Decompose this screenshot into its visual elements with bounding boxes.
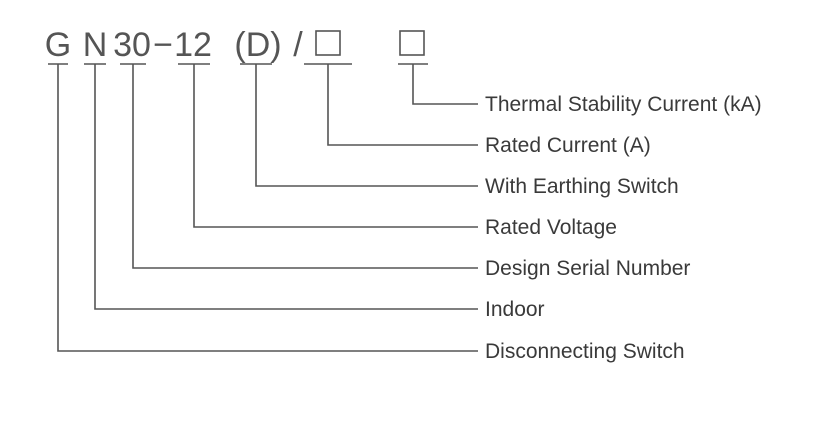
label-rated-current: Rated Current (A) <box>485 134 651 157</box>
code-letter-g: G <box>45 26 71 64</box>
labels: Thermal Stability Current (kA) Rated Cur… <box>485 93 762 363</box>
leader-voltage <box>193 64 478 228</box>
code-dash: − <box>153 26 173 64</box>
leader-lines <box>57 64 478 352</box>
label-design-serial-number: Design Serial Number <box>485 257 690 280</box>
leader-current <box>327 64 478 146</box>
leader-indoor <box>94 64 478 310</box>
code-thermal-box <box>399 30 425 56</box>
code-current-box <box>315 30 341 56</box>
label-thermal-stability-current: Thermal Stability Current (kA) <box>485 93 762 116</box>
label-indoor: Indoor <box>485 298 545 321</box>
leader-thermal <box>412 64 478 105</box>
leader-earthing <box>255 64 478 187</box>
label-disconnecting-switch: Disconnecting Switch <box>485 340 685 363</box>
leader-serial <box>132 64 478 269</box>
model-code: G N 30 − 12 (D) / <box>45 26 425 64</box>
code-slash: / <box>293 26 303 64</box>
code-letter-n: N <box>83 26 108 64</box>
label-earthing-switch: With Earthing Switch <box>485 175 679 198</box>
code-voltage: 12 <box>174 26 212 64</box>
leader-disconnecting <box>57 64 478 352</box>
label-rated-voltage: Rated Voltage <box>485 216 617 239</box>
code-serial-number: 30 <box>113 26 151 64</box>
code-earthing: (D) <box>234 26 281 64</box>
